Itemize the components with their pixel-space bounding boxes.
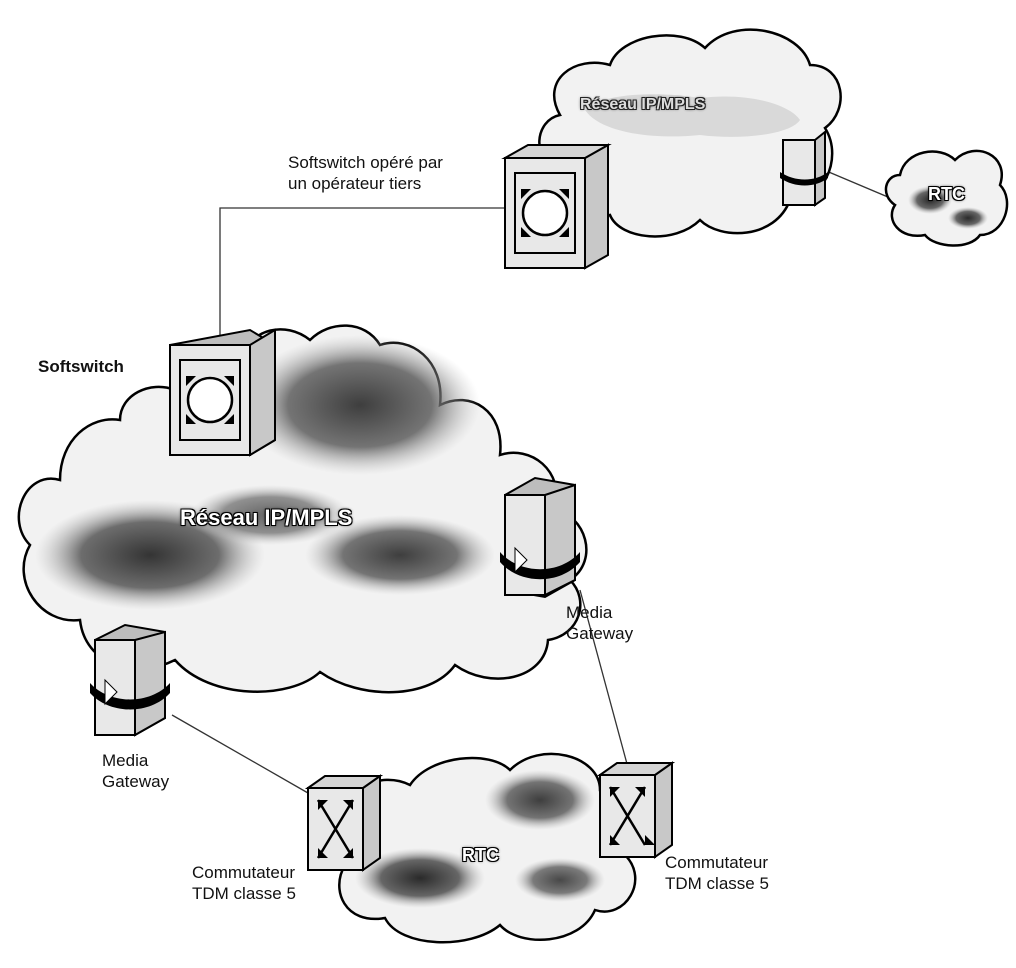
top-media-gateway-device (780, 129, 828, 207)
rtc-bottom-cloud (328, 752, 639, 944)
right-tdm-switch-label: Commutateur TDM classe 5 (665, 853, 769, 893)
left-tdm-switch-label: Commutateur TDM classe 5 (192, 863, 296, 903)
left-tdm-switch-device (304, 774, 384, 872)
link-softswitch-to-third-party-softswitch (219, 207, 507, 338)
link-top-gateway-to-rtc-top (823, 169, 896, 201)
link-right-gateway-to-right-switch (579, 589, 631, 776)
right-tdm-switch-device (596, 761, 676, 859)
top-ip-mpls-cloud (538, 28, 842, 238)
left-media-gateway-device (90, 623, 170, 737)
rtc-bottom-title: RTC (462, 845, 499, 865)
rtc-top-cloud (884, 149, 1009, 247)
right-media-gateway-label: Media Gateway (566, 603, 634, 643)
third-party-softswitch-device (501, 143, 612, 270)
right-media-gateway-device (500, 476, 580, 599)
left-media-gateway-label: Media Gateway (102, 751, 170, 791)
softswitch-device (169, 328, 276, 457)
softswitch-label: Softswitch (38, 357, 124, 376)
link-left-gateway-to-left-switch (171, 714, 309, 794)
connections (171, 169, 896, 794)
top-cloud-title: Réseau IP/MPLS (580, 96, 706, 113)
third-party-softswitch-label: Softswitch opéré par un opérateur tiers (288, 153, 443, 193)
rtc-top-title: RTC (928, 184, 965, 204)
main-cloud-title: Réseau IP/MPLS (180, 505, 353, 530)
main-ip-mpls-cloud (17, 324, 588, 694)
